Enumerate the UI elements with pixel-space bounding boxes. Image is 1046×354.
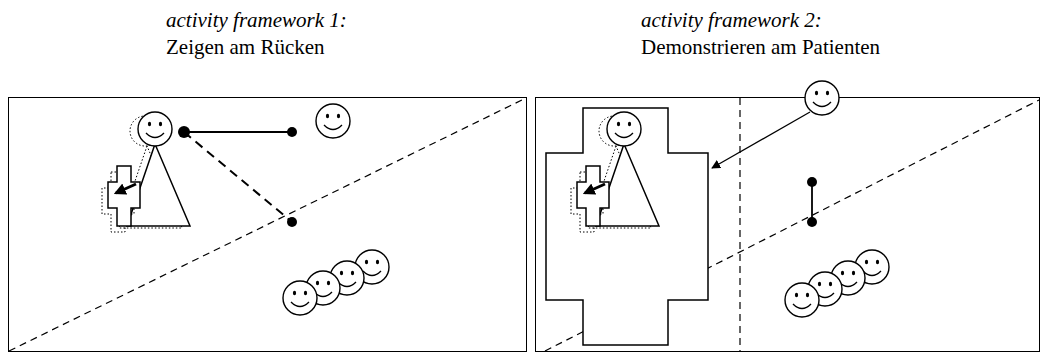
line-dot [287, 127, 297, 137]
framework-label: activity framework 1: [166, 7, 347, 34]
line-dot [807, 217, 817, 227]
frame-heading: activity framework 1:Zeigen am Rücken [166, 7, 347, 61]
diagonal-divider [545, 100, 1039, 351]
attention-line [184, 131, 292, 133]
student-face [316, 104, 350, 138]
attention-arrow [712, 112, 810, 168]
framework-label: activity framework 2: [641, 7, 880, 34]
group-face [283, 281, 317, 315]
framework-title: Demonstrieren am Patienten [641, 34, 880, 61]
group-face [785, 283, 819, 317]
framework-title: Zeigen am Rücken [166, 34, 347, 61]
line-dot [807, 177, 817, 187]
line-dot [178, 126, 190, 138]
patient-cross [546, 108, 708, 345]
teacher-figure [102, 112, 190, 232]
frame-heading: activity framework 2:Demonstrieren am Pa… [641, 7, 880, 61]
activity-frame: activity framework 2:Demonstrieren am Pa… [535, 97, 1040, 352]
line-dot [287, 217, 297, 227]
attention-line [811, 182, 813, 222]
attention-line [184, 132, 292, 222]
activity-frame: activity framework 1:Zeigen am Rücken [8, 97, 527, 352]
vertical-divider [739, 98, 740, 351]
diagonal-divider [9, 98, 526, 351]
teacher-figure [571, 112, 659, 232]
doctor-face [805, 81, 839, 115]
